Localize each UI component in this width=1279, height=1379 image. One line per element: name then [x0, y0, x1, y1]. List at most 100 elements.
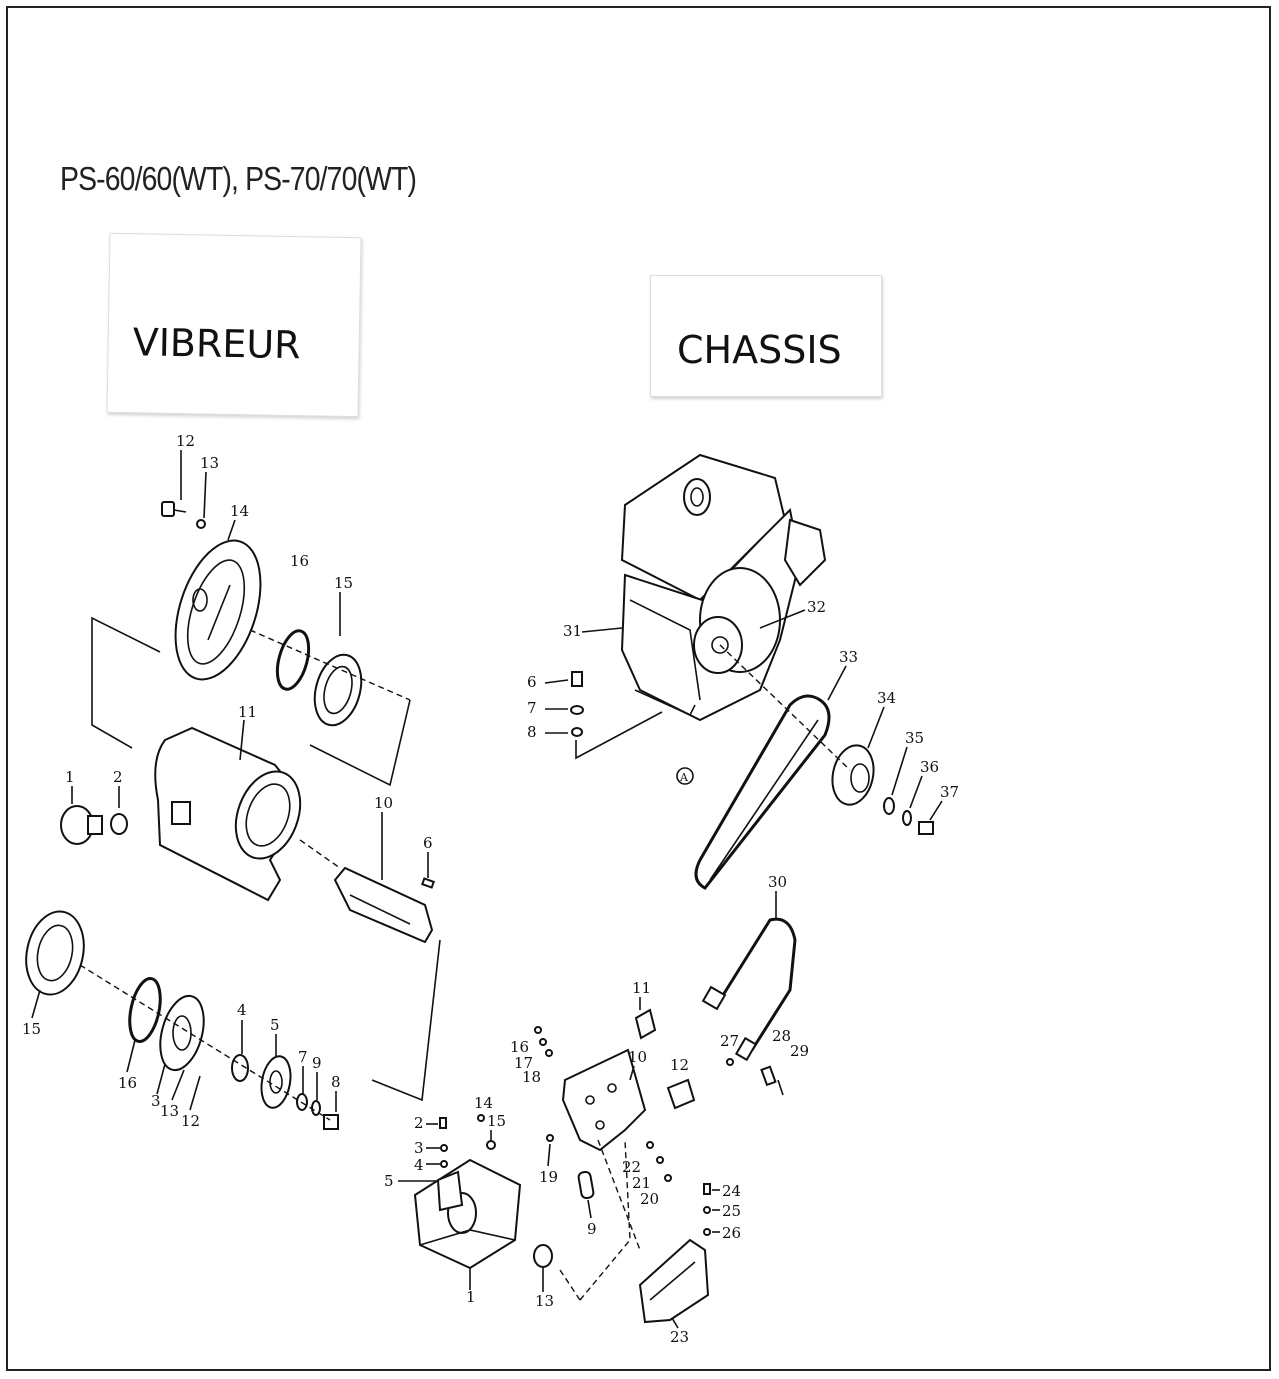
part-number: 4: [414, 1156, 424, 1174]
part-number: 16: [290, 552, 309, 570]
washer-part: [311, 1100, 321, 1116]
part-number: 15: [334, 574, 353, 592]
page-frame: [6, 6, 1271, 1371]
part-number: 7: [298, 1048, 308, 1066]
part-number: 8: [331, 1073, 341, 1091]
bolt-part: [918, 821, 934, 835]
part-number: A: [679, 771, 689, 784]
washer-part: [703, 1206, 711, 1214]
engine-part: [620, 453, 827, 722]
bearing-part: [313, 653, 363, 727]
bolt-part: [703, 1183, 711, 1195]
part-number: 6: [423, 834, 433, 852]
screw-part: [534, 1026, 542, 1034]
link-part: [577, 1170, 595, 1200]
washer-part: [883, 797, 895, 815]
reference-circle: [676, 767, 694, 785]
clamp-part: [634, 1008, 657, 1040]
part-number: 2: [113, 768, 123, 786]
screw-part: [656, 1156, 664, 1164]
throttle-cable-part: [701, 917, 797, 1062]
screw-part: [646, 1141, 654, 1149]
pulley-part: [831, 744, 875, 806]
key-part: [420, 877, 436, 889]
part-number: 3: [414, 1139, 424, 1157]
part-number: 12: [670, 1056, 689, 1074]
part-number: 3: [151, 1092, 161, 1110]
part-number: 14: [474, 1094, 493, 1112]
part-number: 1: [466, 1288, 476, 1306]
part-number: 8: [527, 723, 537, 741]
page-title: PS-60/60(WT), PS-70/70(WT): [60, 160, 417, 197]
part-number: 35: [905, 729, 924, 747]
eccentric-shaft-part: [333, 866, 434, 944]
part-number: 9: [312, 1054, 322, 1072]
washer-part: [486, 1140, 496, 1150]
part-number: 5: [270, 1016, 280, 1034]
part-number: 31: [563, 622, 582, 640]
part-number: 6: [527, 673, 537, 691]
part-number: 10: [374, 794, 393, 812]
v-belt-part: [694, 694, 831, 890]
gear-part: [260, 1055, 292, 1109]
bushing-part: [760, 1065, 777, 1087]
screw-part: [539, 1038, 547, 1046]
part-number: 9: [587, 1220, 597, 1238]
part-number: 14: [230, 502, 249, 520]
part-number: 16: [118, 1074, 137, 1092]
screw-part: [545, 1049, 553, 1057]
part-number: 23: [670, 1328, 689, 1346]
part-number: 4: [237, 1001, 247, 1019]
vibrator-housing-part: [154, 726, 302, 902]
part-number: 13: [200, 454, 219, 472]
part-number: 21: [632, 1174, 651, 1192]
washer-part: [440, 1144, 448, 1152]
part-number: 24: [722, 1182, 741, 1200]
bearing-cover-part: [159, 994, 205, 1072]
part-number: 13: [535, 1292, 554, 1310]
part-number: 27: [720, 1032, 739, 1050]
part-number: 12: [181, 1112, 200, 1130]
washer-part: [440, 1160, 448, 1168]
part-number: 29: [790, 1042, 809, 1060]
pin-part: [777, 1079, 784, 1096]
bushing-part: [533, 1244, 553, 1268]
part-number: 18: [522, 1068, 541, 1086]
base-unit-part: [413, 1158, 522, 1270]
o-ring-part: [275, 629, 311, 691]
clamp-part: [666, 1078, 696, 1110]
chassis-assembly: [413, 453, 934, 1324]
chassis-callouts: 31 32 6 7 8 A 33 34 35 36 37 30 11 16 17…: [384, 598, 959, 1346]
drain-plug-part: [60, 805, 103, 845]
part-number: 2: [414, 1114, 424, 1132]
part-number: 19: [539, 1168, 558, 1186]
chassis-label: CHASSIS: [677, 328, 842, 372]
part-number: 28: [772, 1027, 791, 1045]
bracket-part: [561, 1048, 647, 1152]
part-number: 13: [160, 1102, 179, 1120]
bolt-part: [323, 1114, 339, 1130]
part-number: 5: [384, 1172, 394, 1190]
part-number: 30: [768, 873, 787, 891]
part-number: 11: [632, 979, 651, 997]
part-number: 17: [514, 1054, 533, 1072]
part-number: 7: [527, 699, 537, 717]
o-ring-part: [128, 977, 162, 1043]
bolt-part: [571, 671, 583, 687]
washer-part: [570, 705, 584, 715]
screw-part: [477, 1114, 485, 1122]
part-number: 32: [807, 598, 826, 616]
part-number: 26: [722, 1224, 741, 1242]
part-number: 11: [238, 703, 257, 721]
washer-part: [703, 1228, 711, 1236]
part-number: 20: [640, 1190, 659, 1208]
part-number: 36: [920, 758, 939, 776]
vibreur-assembly: [25, 501, 441, 1130]
cover-plate-part: [174, 539, 262, 681]
bolt-part: [439, 1117, 447, 1129]
vibreur-callouts: 12 13 14 16 15 11 1 2 10 6 15 16 4 5 7 9…: [22, 432, 433, 1130]
part-number: 1: [65, 768, 75, 786]
screw-part: [726, 1058, 734, 1066]
washer-part: [902, 810, 912, 826]
